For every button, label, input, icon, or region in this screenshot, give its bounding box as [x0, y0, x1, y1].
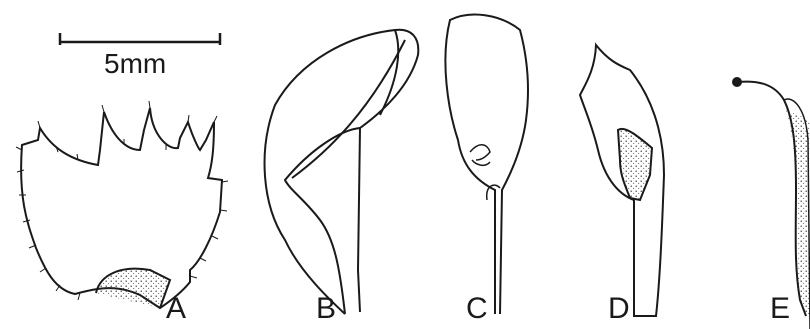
panel-b-drawing — [265, 30, 419, 314]
panel-label-b: B — [316, 294, 336, 324]
panel-label-a: A — [166, 294, 186, 324]
panel-label-c: C — [466, 294, 488, 324]
panel-label-e: E — [770, 294, 790, 324]
scale-bar-label: 5mm — [104, 50, 166, 78]
scale-bar — [60, 33, 220, 45]
panel-label-d: D — [608, 294, 630, 324]
panel-c-drawing — [445, 15, 528, 314]
panel-d-drawing — [580, 45, 664, 316]
panel-a-drawing — [16, 101, 228, 308]
